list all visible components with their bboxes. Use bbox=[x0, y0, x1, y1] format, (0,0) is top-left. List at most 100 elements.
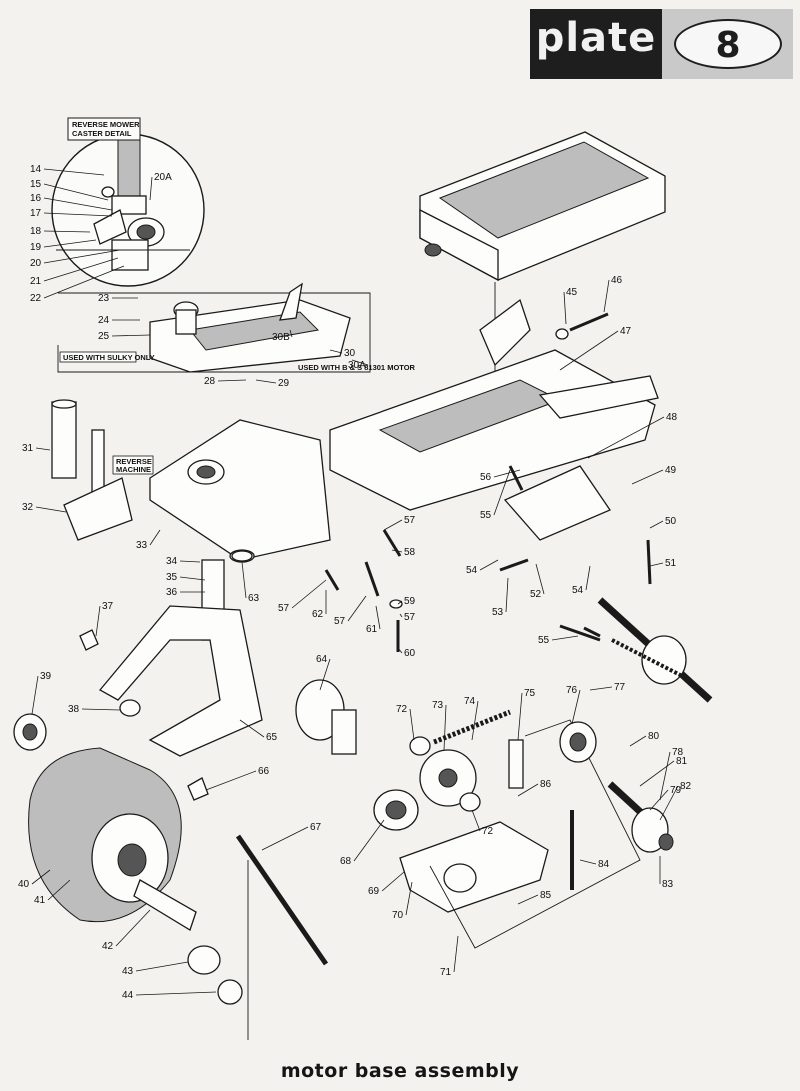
callout-label: 72 bbox=[396, 704, 408, 715]
callout-label: 30B bbox=[272, 332, 290, 343]
callout-label: 43 bbox=[122, 966, 134, 977]
callout-label: 39 bbox=[40, 671, 52, 682]
callout-leader bbox=[579, 859, 597, 865]
callout-leader bbox=[135, 991, 217, 996]
main-frame bbox=[149, 298, 659, 561]
callout-leader bbox=[217, 379, 247, 382]
callout-label: 86 bbox=[540, 779, 552, 790]
callout-label: 60 bbox=[404, 648, 416, 659]
callout-label: 59 bbox=[404, 596, 416, 607]
callout-label: 55 bbox=[538, 635, 550, 646]
callout-label: 23 bbox=[98, 293, 110, 304]
callout-leader bbox=[505, 577, 509, 613]
callout-leader bbox=[43, 168, 105, 176]
callout-leader bbox=[115, 909, 151, 947]
reverse-machine-label-2: MACHINE bbox=[116, 465, 151, 474]
plate-number-oval: 8 bbox=[674, 19, 782, 69]
callout-leader bbox=[649, 789, 669, 811]
callout-leader bbox=[397, 600, 403, 605]
callout-leader bbox=[585, 565, 591, 591]
callout-leader bbox=[205, 770, 257, 791]
callout-leader bbox=[43, 183, 109, 201]
callout-label: 83 bbox=[662, 879, 674, 890]
callout-leader bbox=[43, 212, 113, 217]
diagram-caption: motor base assembly bbox=[280, 1060, 520, 1082]
callout-leader bbox=[351, 359, 369, 366]
callout-label: 57 bbox=[334, 616, 346, 627]
callout-leader bbox=[43, 239, 97, 248]
callout-leader bbox=[43, 249, 121, 264]
callout-label: 48 bbox=[666, 412, 678, 423]
callout-leader bbox=[551, 635, 579, 641]
callout-leader bbox=[261, 826, 309, 851]
callout-label: 52 bbox=[530, 589, 542, 600]
callout-label: 31 bbox=[22, 443, 34, 454]
callout-leader bbox=[319, 658, 331, 691]
callout-label: 71 bbox=[440, 967, 452, 978]
callout-label: 44 bbox=[122, 990, 134, 1001]
plate-number-panel: 8 bbox=[662, 9, 793, 79]
callout-label: 54 bbox=[466, 565, 478, 576]
callout-leader bbox=[453, 935, 459, 973]
callout-leader bbox=[409, 708, 415, 741]
callout-label: 20A bbox=[154, 172, 172, 183]
sulky-frame-inset: USED WITH SULKY ONLY USED WITH B & S 813… bbox=[57, 282, 416, 373]
callout-leader bbox=[493, 469, 511, 516]
callout-leader bbox=[43, 197, 113, 211]
callout-label: 42 bbox=[102, 941, 114, 952]
callout-leader bbox=[517, 894, 539, 905]
callout-label: 34 bbox=[166, 556, 178, 567]
callout-label: 17 bbox=[30, 208, 42, 219]
callout-label: 45 bbox=[566, 287, 578, 298]
callout-leader bbox=[149, 529, 161, 546]
callout-leader bbox=[179, 560, 201, 563]
callout-leader bbox=[589, 686, 613, 691]
callout-label: 53 bbox=[492, 607, 504, 618]
callout-label: 33 bbox=[136, 540, 148, 551]
callout-leader bbox=[659, 751, 671, 801]
callout-label: 37 bbox=[102, 601, 114, 612]
callout-label: 80 bbox=[648, 731, 660, 742]
plate-number: 8 bbox=[715, 25, 741, 66]
callout-label: 54 bbox=[572, 585, 584, 596]
callout-leader bbox=[517, 692, 523, 741]
callout-leader bbox=[149, 176, 153, 201]
callout-label: 28 bbox=[204, 376, 216, 387]
callout-leader bbox=[649, 562, 664, 567]
callout-leader bbox=[629, 735, 647, 747]
callout-label: 57 bbox=[404, 515, 416, 526]
callout-label: 65 bbox=[266, 732, 278, 743]
callout-label: 67 bbox=[310, 822, 322, 833]
callout-leader bbox=[587, 416, 665, 459]
callout-label: 38 bbox=[68, 704, 80, 715]
callout-leader bbox=[471, 700, 479, 741]
callout-leader bbox=[563, 291, 567, 325]
callout-label: 70 bbox=[392, 910, 404, 921]
callout-leader bbox=[135, 961, 189, 972]
callout-label: 73 bbox=[432, 700, 444, 711]
callout-label: 81 bbox=[676, 756, 688, 767]
callout-leader bbox=[517, 783, 539, 797]
callout-label: 62 bbox=[312, 609, 324, 620]
callout-leader bbox=[405, 881, 413, 916]
callout-leader bbox=[479, 559, 499, 571]
callout-leader bbox=[95, 605, 101, 637]
reverse-machine-label: REVERSE bbox=[116, 457, 152, 466]
callout-leader bbox=[179, 576, 206, 581]
callout-label: 77 bbox=[614, 682, 626, 693]
callout-label: 19 bbox=[30, 242, 42, 253]
callout-label: 56 bbox=[480, 472, 492, 483]
callout-leader bbox=[493, 469, 521, 478]
callout-label: 21 bbox=[30, 276, 42, 287]
callout-leader bbox=[391, 549, 403, 553]
callout-leader bbox=[291, 579, 327, 609]
callout-leader bbox=[603, 279, 610, 313]
callout-leader bbox=[239, 719, 265, 738]
callout-label: 82 bbox=[680, 781, 692, 792]
callout-label: 47 bbox=[620, 326, 632, 337]
plate-word: plate bbox=[535, 15, 657, 61]
callout-leader bbox=[399, 613, 403, 618]
caster-detail-title-2: CASTER DETAIL bbox=[72, 129, 132, 138]
callout-label: 14 bbox=[30, 164, 42, 175]
callout-label: 18 bbox=[30, 226, 42, 237]
